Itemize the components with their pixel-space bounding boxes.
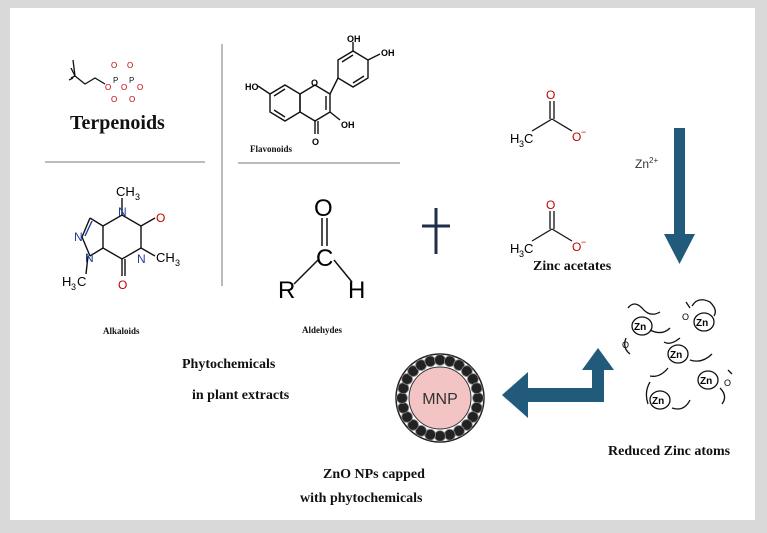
- svg-text:OH: OH: [341, 120, 355, 130]
- svg-text:O: O: [129, 95, 135, 104]
- svg-text:O: O: [156, 211, 165, 225]
- mnp-nanoparticle: MNP: [395, 353, 485, 443]
- capping-bead: [407, 365, 419, 377]
- svg-text:−: −: [581, 127, 586, 137]
- svg-text:O: O: [724, 378, 731, 388]
- svg-text:O: O: [111, 95, 117, 104]
- svg-text:C: C: [77, 274, 86, 289]
- terpenoid-structure: O P O O P O O O O: [68, 59, 143, 104]
- svg-text:O: O: [546, 88, 555, 102]
- svg-text:C: C: [524, 131, 533, 146]
- svg-text:Zn: Zn: [652, 396, 664, 407]
- svg-text:O: O: [622, 340, 629, 350]
- phytochemicals-line2: in plant extracts: [192, 388, 290, 403]
- capping-beads: [396, 354, 484, 442]
- svg-text:O: O: [682, 312, 689, 322]
- svg-text:Zn: Zn: [670, 350, 682, 361]
- svg-text:P: P: [129, 76, 134, 85]
- capping-bead: [461, 419, 473, 431]
- svg-text:Zn: Zn: [634, 322, 646, 333]
- svg-text:MNP: MNP: [422, 391, 458, 408]
- capping-bead: [397, 401, 410, 414]
- reduced-zinc-label: Reduced Zinc atoms: [608, 444, 731, 459]
- svg-text:Zn: Zn: [696, 318, 708, 329]
- svg-text:H: H: [510, 131, 519, 146]
- capping-bead: [434, 430, 446, 442]
- svg-text:O: O: [111, 61, 117, 70]
- zinc-acetates-label: Zinc acetates: [533, 259, 612, 274]
- zinc-acetate-structures: O O − H 3 C O O − H 3 C: [510, 88, 586, 259]
- svg-text:3: 3: [71, 282, 76, 292]
- terpenoids-label: Terpenoids: [70, 112, 165, 134]
- zno-caption-line1: ZnO NPs capped: [323, 467, 425, 482]
- svg-text:O: O: [311, 78, 318, 88]
- capping-bead: [401, 373, 413, 385]
- svg-text:−: −: [581, 237, 586, 247]
- svg-text:N: N: [118, 205, 127, 219]
- svg-text:OH: OH: [347, 34, 361, 44]
- aldehyde-structure: O C R H: [278, 195, 365, 303]
- svg-text:O: O: [127, 61, 133, 70]
- svg-text:C: C: [524, 241, 533, 256]
- capping-bead: [407, 419, 419, 431]
- svg-text:O: O: [121, 83, 127, 92]
- reduced-zinc-cluster: Zn Zn Zn Zn Zn O O O: [622, 299, 733, 410]
- svg-text:O: O: [105, 83, 111, 92]
- capping-bead: [453, 359, 465, 371]
- flavonoid-structure: HO O O OH OH OH: [245, 34, 395, 147]
- svg-text:N: N: [74, 230, 83, 244]
- svg-text:3: 3: [519, 249, 524, 259]
- svg-text:O: O: [137, 83, 143, 92]
- svg-text:HO: HO: [245, 82, 259, 92]
- svg-text:3: 3: [519, 139, 524, 149]
- svg-text:O: O: [314, 195, 333, 222]
- capping-bead: [467, 411, 479, 423]
- aldehydes-label: Aldehydes: [302, 325, 343, 335]
- zn2plus-label: Zn2+: [635, 156, 659, 171]
- capping-bead: [443, 428, 456, 441]
- svg-text:Zn: Zn: [700, 376, 712, 387]
- elbow-arrow: [502, 348, 614, 418]
- capping-bead: [470, 382, 483, 394]
- capping-bead: [415, 425, 427, 437]
- svg-text:R: R: [278, 277, 295, 303]
- divider-lines: [45, 44, 400, 286]
- svg-text:H: H: [62, 274, 71, 289]
- svg-text:OH: OH: [381, 48, 395, 58]
- svg-text:H: H: [348, 277, 365, 303]
- alkaloids-label: Alkaloids: [103, 326, 140, 336]
- svg-text:CH: CH: [116, 184, 135, 199]
- plus-sign: [422, 208, 450, 254]
- down-arrow: [664, 128, 695, 264]
- flavonoids-label: Flavonoids: [250, 144, 293, 154]
- svg-text:O: O: [118, 278, 127, 292]
- capping-bead: [434, 354, 446, 366]
- zno-caption-line2: with phytochemicals: [300, 491, 423, 506]
- svg-text:O: O: [572, 240, 581, 254]
- svg-text:P: P: [113, 76, 118, 85]
- diagram-frame: O P O O P O O O O Terpenoids HO O: [10, 8, 755, 520]
- svg-text:H: H: [510, 241, 519, 256]
- svg-text:C: C: [316, 245, 333, 272]
- capping-bead: [461, 365, 473, 377]
- capping-bead: [472, 392, 484, 404]
- svg-text:3: 3: [135, 192, 140, 202]
- svg-text:3: 3: [175, 258, 180, 268]
- svg-text:O: O: [572, 130, 581, 144]
- svg-text:O: O: [312, 137, 319, 147]
- phytochemicals-line1: Phytochemicals: [182, 357, 276, 372]
- svg-text:N: N: [85, 251, 94, 265]
- alkaloid-structure: N N N N O O CH 3 CH 3 H 3 C: [62, 184, 180, 292]
- svg-text:N: N: [137, 252, 146, 266]
- svg-text:CH: CH: [156, 250, 175, 265]
- capping-bead: [396, 392, 408, 404]
- capping-bead: [424, 355, 436, 368]
- svg-text:O: O: [546, 198, 555, 212]
